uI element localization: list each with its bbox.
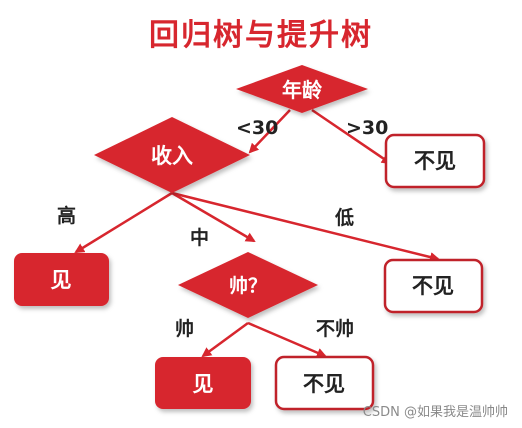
decision-label-handsome: 帅？ bbox=[229, 275, 267, 297]
edge-label-income-mid: 中 bbox=[190, 226, 209, 249]
page-title: 回归树与提升树 bbox=[149, 18, 373, 53]
leaf-no-meet-right bbox=[383, 258, 484, 314]
leaf-label-meet-bottom: 见 bbox=[193, 372, 214, 396]
leaf-label-no-meet-top: 不见 bbox=[414, 149, 456, 173]
leaf-label-no-meet-bottom: 不见 bbox=[303, 372, 345, 396]
leaf-no-meet-top bbox=[384, 133, 486, 189]
edge-handsome-no bbox=[247, 321, 327, 358]
watermark: CSDN @如果我是温帅帅 bbox=[362, 405, 508, 420]
edge-income-low bbox=[171, 191, 440, 262]
leaf-meet-left bbox=[14, 253, 109, 306]
edge-label-income-low: 低 bbox=[334, 206, 354, 229]
decision-node-income bbox=[94, 117, 250, 193]
decision-label-income: 收入 bbox=[151, 144, 193, 168]
edge-handsome-yes bbox=[201, 321, 249, 358]
leaf-meet-bottom bbox=[155, 357, 251, 409]
edge-label-handsome-yes: 帅 bbox=[175, 318, 194, 340]
decision-node-age bbox=[236, 65, 368, 113]
edge-income-mid bbox=[171, 191, 256, 243]
leaf-no-meet-bottom bbox=[274, 355, 375, 411]
edge-income-high bbox=[74, 191, 173, 254]
leaf-label-no-meet-right: 不见 bbox=[412, 274, 454, 298]
edge-label-income-high: 高 bbox=[57, 204, 76, 227]
edges bbox=[74, 108, 440, 358]
edge-label-handsome-no: 不帅 bbox=[316, 318, 354, 340]
decision-node-handsome bbox=[178, 252, 318, 318]
leaf-label-meet-left: 见 bbox=[51, 268, 72, 292]
edge-label-age-gt30: >30 bbox=[346, 117, 388, 139]
edge-age-gt30 bbox=[311, 108, 392, 165]
decision-label-age: 年龄 bbox=[282, 78, 323, 102]
edge-label-age-lt30: <30 bbox=[236, 117, 278, 139]
edge-age-lt30 bbox=[248, 109, 291, 154]
